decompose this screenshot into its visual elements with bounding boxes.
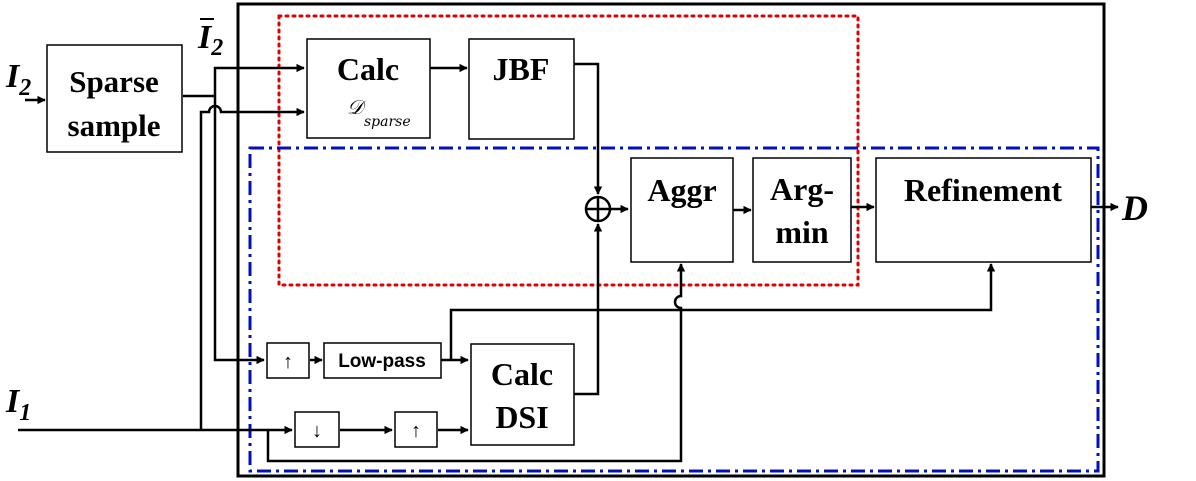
summation-node	[584, 195, 612, 223]
input-i1-label: I1	[5, 383, 31, 426]
wire-dsi-to-sum	[574, 223, 603, 396]
dense-path-region	[248, 146, 1100, 473]
aggr-label: Aggr	[647, 172, 716, 208]
input-i2-label: I2	[5, 58, 31, 101]
jbf-label: JBF	[493, 51, 550, 87]
sparse-sample-block: Sparse sample	[46, 44, 183, 153]
wire-i2bar-top	[213, 63, 305, 96]
upsample-bottom-block: ↑	[394, 411, 438, 448]
downsample-block: ↓	[294, 411, 340, 448]
argmin-label-1: Arg-	[770, 171, 834, 207]
output-d-label: D	[1121, 188, 1148, 228]
sparse-path-region	[277, 14, 860, 287]
jbf-block: JBF	[468, 38, 575, 140]
upsample-bottom-label: ↑	[411, 420, 421, 442]
system-frame	[236, 2, 1106, 478]
svg-text:I2: I2	[197, 19, 223, 61]
calc-sparse-title: Calc	[337, 51, 399, 87]
refinement-block: Refinement	[875, 157, 1092, 263]
wire-i1-to-aggr	[266, 263, 686, 463]
aggr-block: Aggr	[630, 157, 734, 263]
wire-i2bar-down	[213, 96, 265, 365]
wire-i1-to-calc-sparse	[199, 104, 305, 430]
wire-lowpass-to-refinement	[449, 263, 996, 360]
sparse-sample-label-2: sample	[68, 108, 161, 143]
downsample-label: ↓	[312, 420, 322, 442]
i2bar-label: I2	[197, 18, 223, 61]
upsample-top-label: ↑	[283, 351, 293, 373]
calc-sparse-block: Calc 𝒟 sparse	[306, 38, 431, 139]
argmin-label-2: min	[775, 214, 829, 250]
calc-dsi-block: Calc DSI	[470, 343, 575, 446]
refinement-label: Refinement	[904, 172, 1063, 208]
wire-jbf-to-sum	[574, 62, 603, 195]
calc-dsi-label-2: DSI	[495, 399, 548, 435]
upsample-top-block: ↑	[266, 342, 310, 379]
calc-sparse-symbol: 𝒟	[347, 95, 367, 119]
calc-sparse-symbol-sub: sparse	[364, 114, 411, 130]
sparse-sample-label-1: Sparse	[69, 64, 159, 99]
lowpass-block: Low-pass	[323, 342, 442, 379]
argmin-block: Arg- min	[752, 157, 852, 263]
calc-dsi-label-1: Calc	[491, 356, 553, 392]
lowpass-label: Low-pass	[338, 351, 426, 372]
